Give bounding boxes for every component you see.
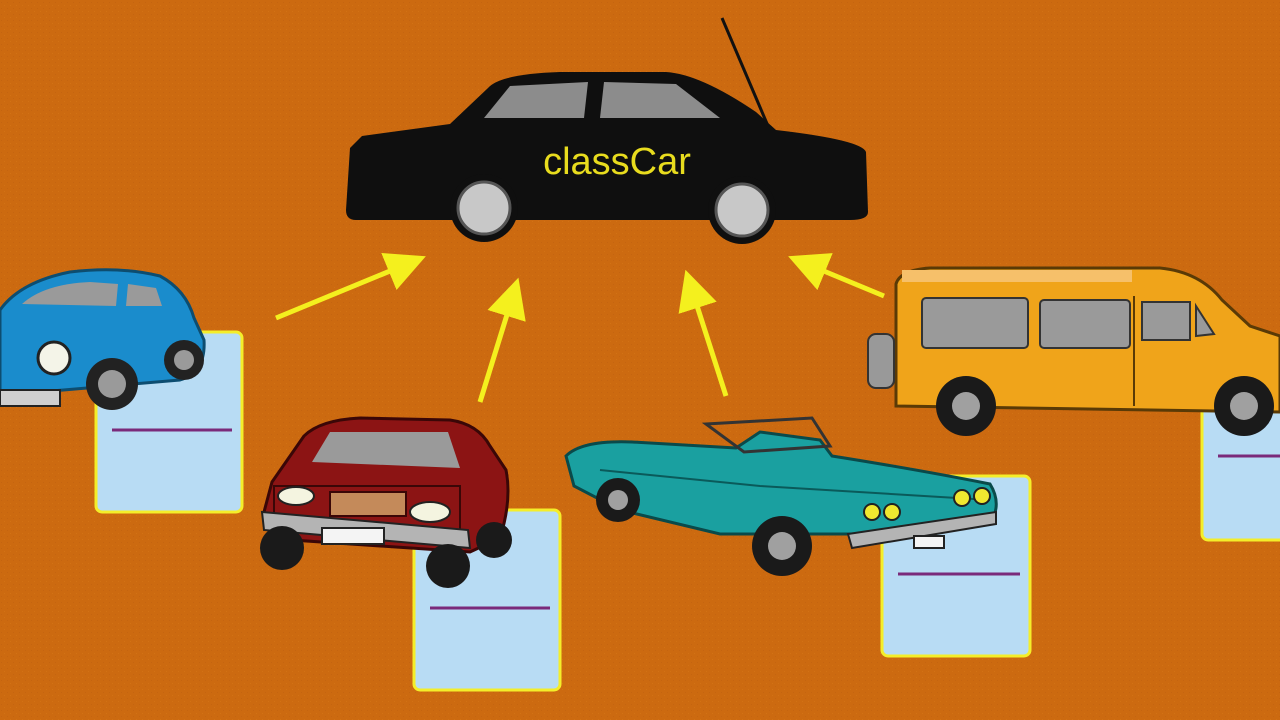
sedan-car-icon [260,416,512,588]
beetle-car-icon [0,268,206,410]
arrow-sedan-to-class [477,277,526,403]
inheritance-arrows [275,253,885,403]
convertible-car-icon [564,416,998,576]
class-car-icon [346,17,868,244]
van-car-icon [867,266,1280,436]
arrow-convertible-to-class [678,269,729,397]
class-car-label: classCar [543,141,691,183]
arrow-van-to-class [788,253,885,299]
arrow-beetle-to-class [275,253,426,321]
